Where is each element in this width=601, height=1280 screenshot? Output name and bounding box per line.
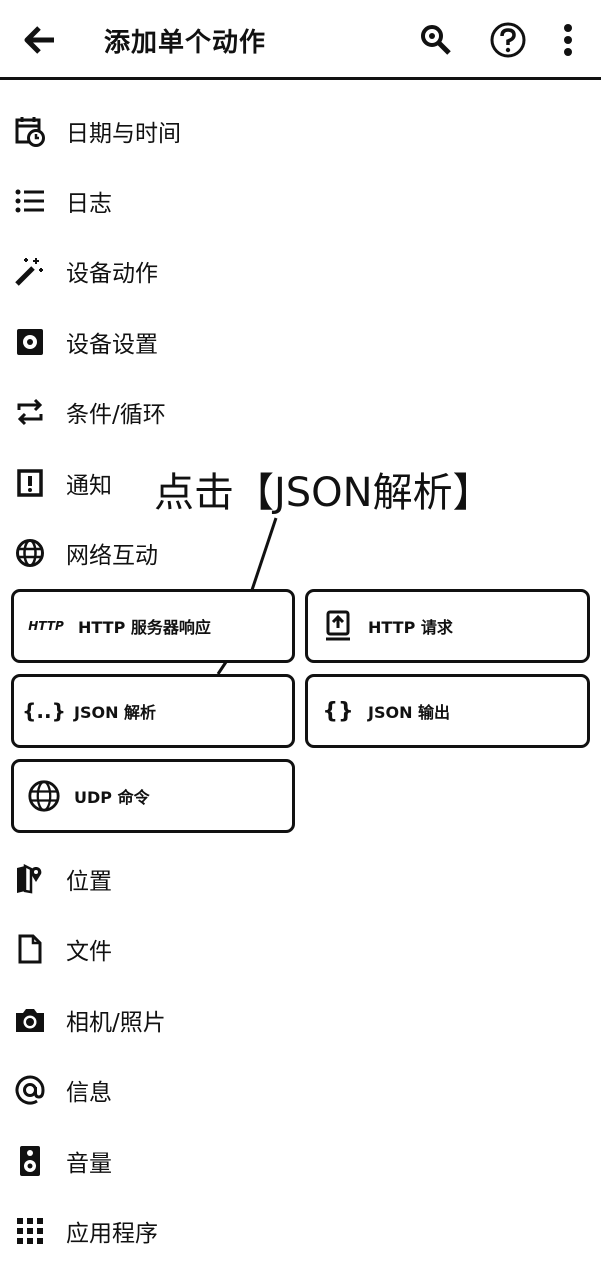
category-network[interactable]: 网络互动 (0, 518, 601, 588)
action-label: HTTP 请求 (368, 618, 453, 637)
file-icon (14, 933, 46, 965)
category-conditions-loops[interactable]: 条件/循环 (0, 377, 601, 447)
category-label: 相机/照片 (66, 1010, 166, 1036)
category-notification[interactable]: 通知 (0, 448, 601, 518)
globe-icon (24, 776, 64, 816)
action-http-request[interactable]: HTTP 请求 (305, 589, 590, 663)
page-title: 添加单个动作 (104, 28, 267, 58)
calendar-clock-icon (14, 115, 46, 147)
category-device-settings[interactable]: 设备设置 (0, 307, 601, 377)
category-label: 网络互动 (66, 543, 158, 569)
category-file[interactable]: 文件 (0, 914, 601, 984)
category-label: 设备设置 (66, 332, 158, 358)
category-label: 设备动作 (66, 261, 158, 287)
list-icon (14, 185, 46, 217)
map-pin-icon (14, 863, 46, 895)
category-label: 位置 (66, 869, 112, 895)
more-options-icon[interactable] (548, 20, 588, 60)
http-icon: HTTP (28, 619, 64, 633)
category-label: 日期与时间 (66, 121, 181, 147)
category-label: 文件 (66, 939, 112, 965)
category-message[interactable]: 信息 (0, 1055, 601, 1125)
action-json-output[interactable]: {} JSON 输出 (305, 674, 590, 748)
app-toolbar: 添加单个动作 (0, 0, 601, 80)
category-location[interactable]: 位置 (0, 844, 601, 914)
category-applications[interactable]: 应用程序 (0, 1196, 601, 1266)
settings-box-icon (14, 326, 46, 358)
json-parse-icon: {..} (22, 699, 66, 723)
category-label: 应用程序 (66, 1221, 158, 1247)
action-label: JSON 输出 (368, 703, 451, 722)
category-date-time[interactable]: 日期与时间 (0, 96, 601, 166)
action-label: JSON 解析 (74, 703, 157, 722)
upload-box-icon (318, 606, 358, 646)
action-label: UDP 命令 (74, 788, 150, 807)
json-output-icon: {} (322, 698, 354, 724)
notification-icon (14, 467, 46, 499)
search-icon[interactable] (414, 20, 458, 60)
action-label: HTTP 服务器响应 (78, 618, 211, 637)
category-label: 日志 (66, 191, 112, 217)
category-device-action[interactable]: 设备动作 (0, 236, 601, 306)
category-label: 音量 (66, 1151, 112, 1177)
back-arrow-icon[interactable] (18, 20, 62, 60)
action-udp-command[interactable]: UDP 命令 (11, 759, 295, 833)
action-json-parse[interactable]: {..} JSON 解析 (11, 674, 295, 748)
magic-wand-icon (14, 255, 46, 287)
at-icon (14, 1074, 46, 1106)
category-label: 信息 (66, 1080, 112, 1106)
category-camera-photo[interactable]: 相机/照片 (0, 985, 601, 1055)
annotation-text: 点击【JSON解析】 (154, 470, 493, 516)
category-log[interactable]: 日志 (0, 166, 601, 236)
category-volume[interactable]: 音量 (0, 1126, 601, 1196)
action-http-server-response[interactable]: HTTP HTTP 服务器响应 (11, 589, 295, 663)
camera-icon (14, 1004, 46, 1036)
help-icon[interactable] (486, 20, 530, 60)
speaker-icon (14, 1145, 46, 1177)
apps-grid-icon (14, 1215, 46, 1247)
globe-icon (14, 537, 46, 569)
repeat-icon (14, 396, 46, 428)
category-label: 通知 (66, 473, 112, 499)
category-label: 条件/循环 (66, 402, 166, 428)
